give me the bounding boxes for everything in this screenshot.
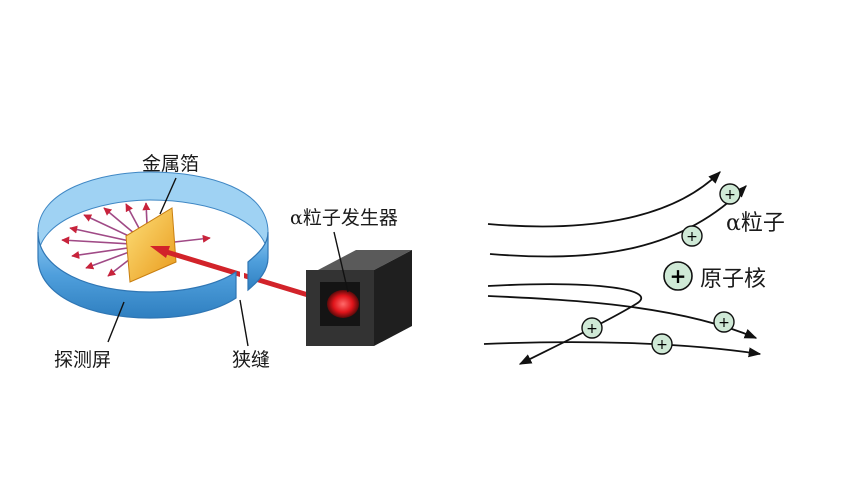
svg-text:+: + [670, 264, 687, 288]
alpha-particle: + [719, 183, 741, 205]
nucleus-label: 原子核 [700, 267, 766, 292]
svg-text:+: + [656, 337, 668, 353]
alpha-beam [159, 247, 319, 301]
detection-screen [37, 231, 237, 319]
detection-screen-right [247, 231, 269, 292]
alpha-particle: + [651, 333, 673, 355]
trajectory-2 [489, 185, 747, 258]
source-glow [327, 290, 359, 318]
foil-label: 金属箔 [142, 153, 199, 175]
alpha-particle: + [581, 317, 603, 339]
screen-leader [107, 301, 125, 343]
beam-arrowhead [150, 246, 170, 258]
svg-text:+: + [724, 187, 736, 203]
svg-text:+: + [686, 229, 698, 245]
foil-leader [159, 177, 177, 215]
scattering-apparatus: 金属箔 α粒子发生器 探测屏 狭缝 [37, 153, 412, 371]
screen-label: 探测屏 [54, 349, 111, 371]
nucleus: + [663, 261, 693, 291]
alpha-source-box [306, 250, 412, 346]
alpha-particle: + [681, 225, 703, 247]
svg-text:+: + [718, 315, 730, 331]
svg-text:+: + [586, 321, 598, 337]
source-label: α粒子发生器 [290, 207, 398, 229]
gold-foil [125, 207, 177, 283]
slit-label: 狭缝 [232, 349, 270, 371]
alpha-particle-label: α粒子 [726, 211, 785, 236]
slit-leader [239, 299, 249, 347]
alpha-particle: + [713, 311, 735, 333]
trajectory-5 [483, 341, 762, 358]
alpha-particles: + + + + + [581, 183, 741, 355]
scattering-trajectories: + + + + + + α粒子 原子核 [483, 171, 785, 365]
source-leader [333, 231, 349, 293]
trajectory-1 [487, 171, 721, 228]
